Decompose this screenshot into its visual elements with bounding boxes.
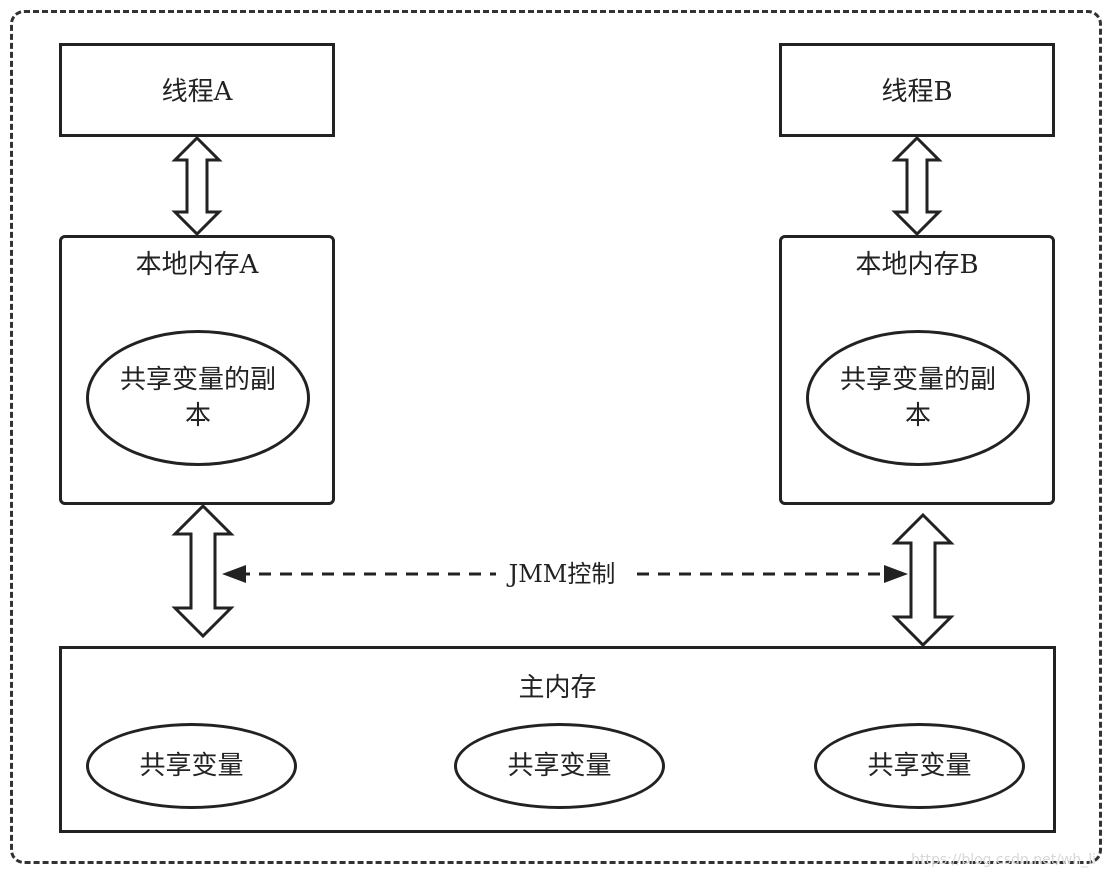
local-memory-b-title: 本地内存B — [855, 250, 979, 280]
watermark: https://blog.csdn.net/wh_li — [911, 852, 1096, 868]
local-memory-b-copy-line2: 本 — [904, 401, 931, 431]
local-memory-b-copy-ellipse: 共享变量的副 本 — [806, 330, 1030, 466]
local-memory-a-copy-line2: 本 — [184, 401, 211, 431]
shared-variable-label-3: 共享变量 — [867, 751, 972, 781]
local-memory-a-box: 本地内存A 共享变量的副 本 — [59, 235, 335, 505]
thread-b-double-arrow — [891, 135, 943, 237]
shared-variable-ellipse-3: 共享变量 — [814, 723, 1025, 809]
local-memory-a-copy-line1: 共享变量的副 — [119, 365, 276, 395]
thread-a-box: 线程A — [59, 43, 335, 137]
shared-variable-ellipse-1: 共享变量 — [86, 723, 297, 809]
shared-variable-label-2: 共享变量 — [507, 751, 612, 781]
outer-dashed-frame — [10, 10, 1102, 864]
local-memory-b-box: 本地内存B 共享变量的副 本 — [779, 235, 1055, 505]
shared-variable-label-1: 共享变量 — [139, 751, 244, 781]
thread-a-label: 线程A — [161, 77, 233, 107]
jmm-arrowhead-right — [884, 565, 908, 583]
thread-a-double-arrow — [171, 135, 223, 237]
thread-b-label: 线程B — [881, 77, 953, 107]
shared-variable-ellipse-2: 共享变量 — [454, 723, 665, 809]
main-memory-title: 主内存 — [518, 673, 597, 703]
jmm-control-label: JMM控制 — [496, 558, 628, 590]
main-memory-box: 主内存 共享变量 共享变量 共享变量 — [59, 646, 1056, 833]
local-memory-b-copy-line1: 共享变量的副 — [839, 365, 996, 395]
local-a-main-double-arrow — [171, 503, 235, 639]
thread-b-box: 线程B — [779, 43, 1055, 137]
local-memory-a-copy-ellipse: 共享变量的副 本 — [86, 330, 310, 466]
local-b-main-double-arrow — [891, 512, 955, 648]
local-memory-a-title: 本地内存A — [135, 250, 259, 280]
jmm-arrowhead-left — [222, 565, 246, 583]
